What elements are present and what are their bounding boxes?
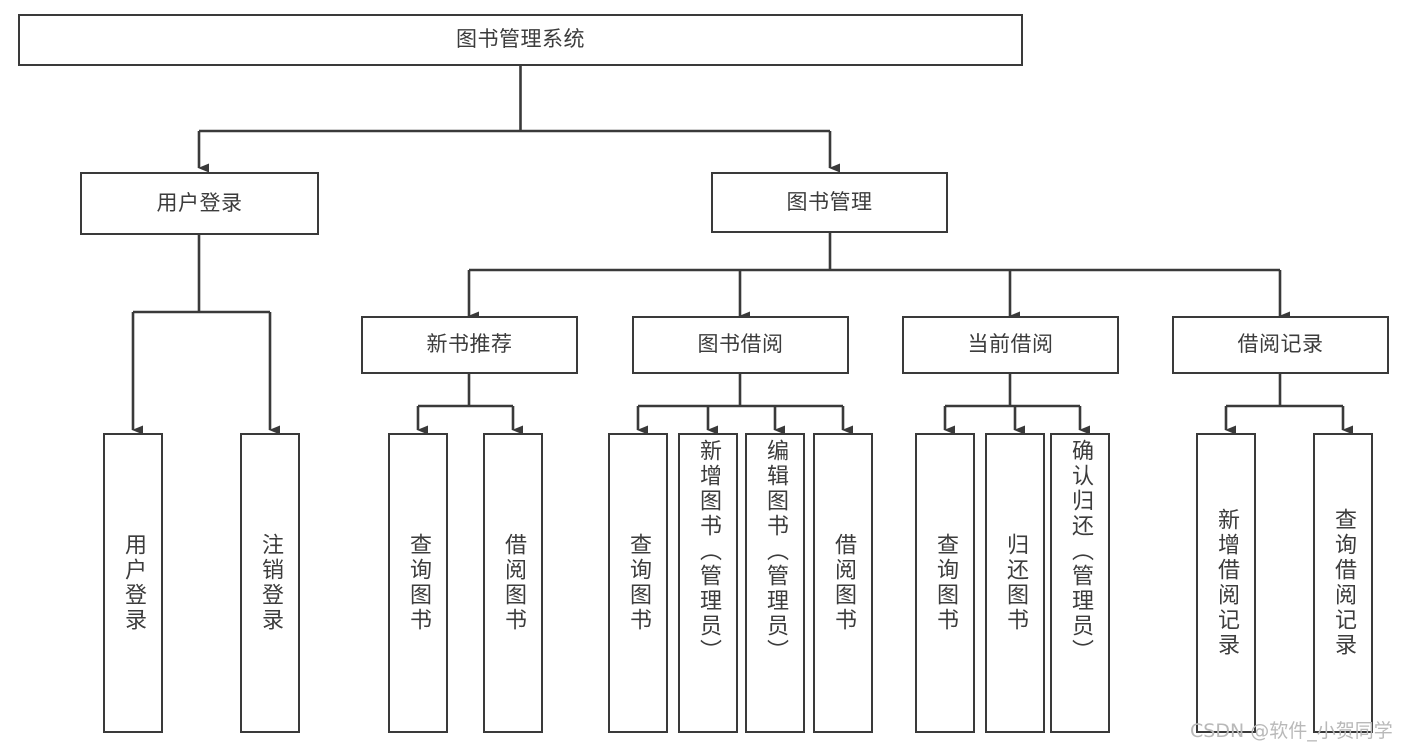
node-leaf-add-book-label: 新增图书（管理员） [696, 439, 721, 664]
node-leaf-return-book-label: 归还图书 [1003, 533, 1028, 633]
node-leaf-add-book[interactable]: 新增图书（管理员） [678, 433, 738, 733]
csdn-watermark-text: CSDN @软件_小贺同学 [1190, 720, 1393, 742]
node-leaf-confirm-return[interactable]: 确认归还（管理员） [1050, 433, 1110, 733]
node-borrow-record-label: 借阅记录 [1237, 332, 1324, 357]
node-book-borrow-label: 图书借阅 [697, 332, 784, 357]
csdn-watermark: CSDN @软件_小贺同学 [1190, 716, 1393, 743]
node-leaf-query-book-2[interactable]: 查询图书 [608, 433, 668, 733]
node-leaf-add-record[interactable]: 新增借阅记录 [1196, 433, 1256, 733]
node-leaf-query-book-1[interactable]: 查询图书 [388, 433, 448, 733]
node-leaf-borrow-book-1-label: 借阅图书 [501, 533, 526, 633]
node-leaf-add-record-label: 新增借阅记录 [1214, 508, 1239, 658]
node-book-manage[interactable]: 图书管理 [711, 172, 948, 233]
node-leaf-query-record[interactable]: 查询借阅记录 [1313, 433, 1373, 733]
node-current-borrow[interactable]: 当前借阅 [902, 316, 1119, 374]
node-leaf-confirm-return-label: 确认归还（管理员） [1068, 439, 1093, 664]
node-book-manage-label: 图书管理 [786, 189, 873, 214]
node-root[interactable]: 图书管理系统 [18, 14, 1023, 66]
node-book-borrow[interactable]: 图书借阅 [632, 316, 849, 374]
node-leaf-user-login[interactable]: 用户登录 [103, 433, 163, 733]
node-root-label: 图书管理系统 [456, 27, 585, 52]
node-leaf-edit-book[interactable]: 编辑图书（管理员） [745, 433, 805, 733]
node-new-book-recommend-label: 新书推荐 [426, 332, 513, 357]
node-leaf-logout-label: 注销登录 [258, 533, 283, 633]
node-leaf-borrow-book-1[interactable]: 借阅图书 [483, 433, 543, 733]
node-leaf-borrow-book-2-label: 借阅图书 [831, 533, 856, 633]
node-leaf-query-book-1-label: 查询图书 [406, 533, 431, 633]
node-new-book-recommend[interactable]: 新书推荐 [361, 316, 578, 374]
node-leaf-return-book[interactable]: 归还图书 [985, 433, 1045, 733]
node-leaf-borrow-book-2[interactable]: 借阅图书 [813, 433, 873, 733]
node-leaf-logout[interactable]: 注销登录 [240, 433, 300, 733]
node-user-login-label: 用户登录 [156, 190, 243, 215]
node-leaf-query-book-3-label: 查询图书 [933, 533, 958, 633]
node-user-login[interactable]: 用户登录 [80, 172, 319, 235]
node-leaf-user-login-label: 用户登录 [121, 533, 146, 633]
node-leaf-query-book-2-label: 查询图书 [626, 533, 651, 633]
node-current-borrow-label: 当前借阅 [967, 332, 1054, 357]
node-leaf-query-book-3[interactable]: 查询图书 [915, 433, 975, 733]
node-leaf-edit-book-label: 编辑图书（管理员） [763, 439, 788, 664]
node-leaf-query-record-label: 查询借阅记录 [1331, 508, 1356, 658]
node-borrow-record[interactable]: 借阅记录 [1172, 316, 1389, 374]
